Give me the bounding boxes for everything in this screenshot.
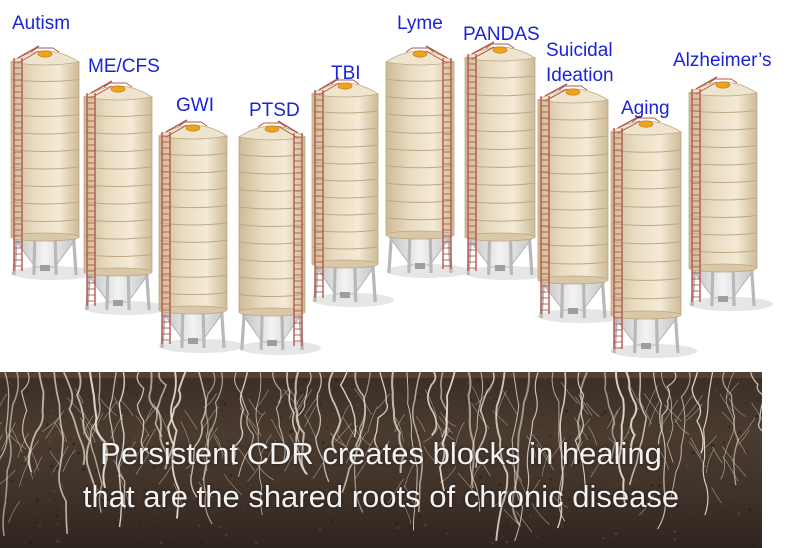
- silo-label-ptsd: PTSD: [249, 100, 300, 121]
- silo-label-lyme: Lyme: [397, 13, 443, 34]
- silo-pandas: [463, 41, 552, 280]
- silo-label-me-cfs: ME/CFS: [88, 56, 160, 77]
- root-strands: [0, 372, 762, 542]
- silo-legs: [690, 267, 756, 307]
- silo-tbi: [310, 77, 394, 307]
- silo-label-suicidal-ideation: Suicidal Ideation: [546, 40, 614, 86]
- silo-label-tbi: TBI: [331, 63, 361, 84]
- caption-line-1: Persistent CDR creates blocks in healing: [100, 436, 662, 471]
- silo-aging: [609, 115, 698, 358]
- silo-ladder: [540, 83, 568, 314]
- silo-hatch: [264, 125, 280, 133]
- silo-hatch: [412, 50, 428, 58]
- silo-label-pandas: PANDAS: [463, 24, 540, 45]
- silo-lyme: [384, 45, 471, 278]
- silo-hatch: [185, 124, 201, 132]
- silo-illustration: [9, 41, 774, 358]
- soil-roots-photo: Persistent CDR creates blocks in healing…: [0, 372, 762, 548]
- silo-hatch: [492, 46, 508, 54]
- silo-hatch: [337, 82, 353, 90]
- silo-label-gwi: GWI: [176, 95, 214, 116]
- silo-hatch: [110, 85, 126, 93]
- silo-label-aging: Aging: [621, 98, 670, 119]
- silo-ladder: [613, 115, 641, 349]
- silo-hatch: [715, 81, 731, 89]
- silo-ladder: [314, 77, 340, 298]
- caption-line-2: that are the shared roots of chronic dis…: [82, 479, 680, 514]
- silo-suicidal-ideation: [536, 83, 625, 323]
- silo-hatch: [37, 50, 53, 58]
- silo-autism: [9, 45, 96, 280]
- silo-hatch: [565, 88, 581, 96]
- roots-illustration: [0, 372, 762, 548]
- silo-ptsd: [237, 120, 321, 355]
- silo-hatch: [638, 120, 654, 128]
- silo-ladder: [86, 80, 113, 306]
- silo-ladder: [277, 120, 303, 346]
- silo-ladder: [13, 45, 40, 271]
- silo-label-autism: Autism: [12, 13, 71, 34]
- silo-ladder: [161, 119, 188, 344]
- silo-ladder: [691, 76, 718, 302]
- silo-legs: [313, 263, 377, 303]
- silo-label-alzheimers: Alzheimer’s: [673, 50, 772, 71]
- silo-ladder: [467, 41, 495, 271]
- silo-ladder: [425, 45, 452, 269]
- silo-alzheimer-s: [687, 76, 774, 311]
- silo-me-cfs: [82, 80, 169, 315]
- silo-gwi: [157, 119, 244, 353]
